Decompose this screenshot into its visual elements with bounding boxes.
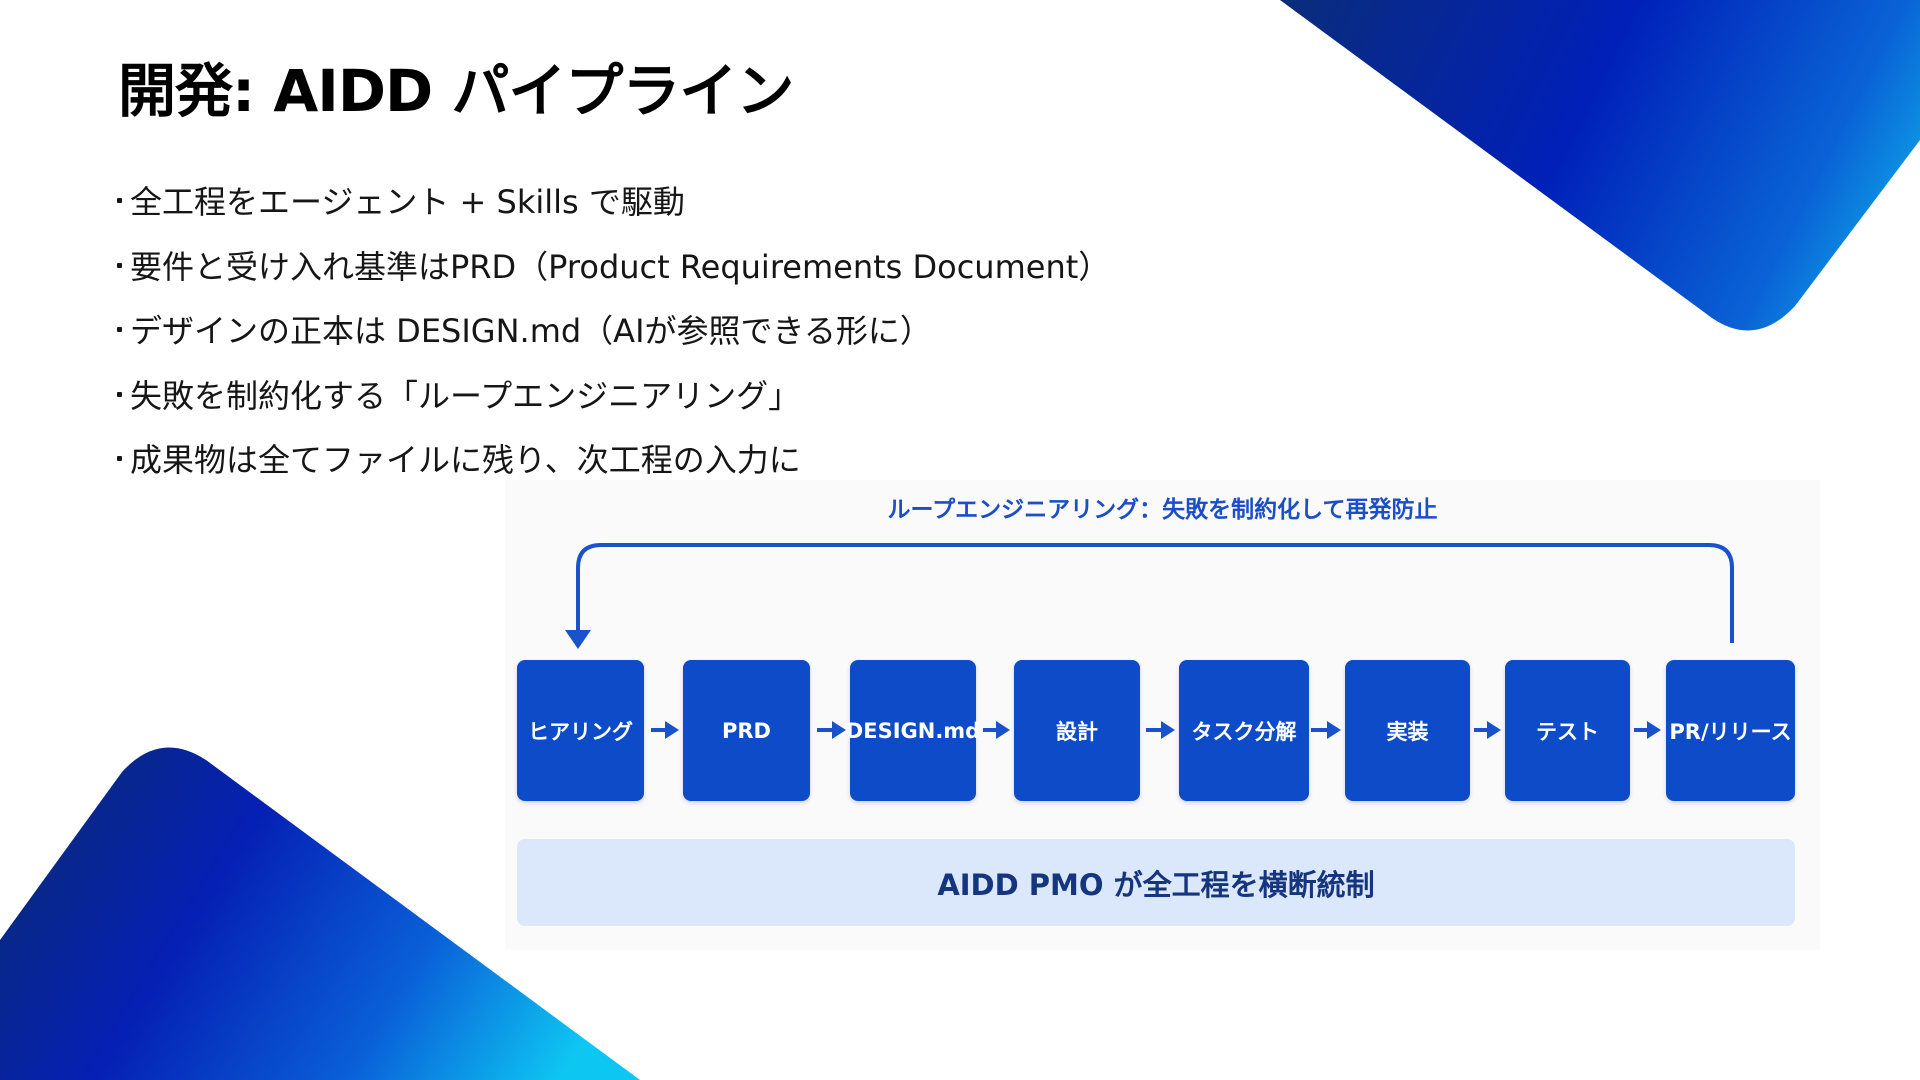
step-arrow: [1146, 721, 1175, 739]
step-testing: テスト: [1505, 660, 1630, 801]
bullet-text: 全工程をエージェント + Skills で駆動: [130, 183, 685, 221]
bullet-text: デザインの正本は DESIGN.md（AIが参照できる形に）: [130, 312, 932, 350]
step-hearing: ヒアリング: [517, 660, 644, 801]
step-task-breakdown: タスク分解: [1179, 660, 1309, 801]
step-arrow: [1474, 721, 1501, 739]
loop-arrowhead: [565, 630, 591, 649]
step-arrow: [983, 721, 1010, 739]
step-implementation: 実装: [1345, 660, 1470, 801]
step-design-md: DESIGN.md: [846, 660, 980, 801]
bullet-item: 成果物は全てファイルに残り、次工程の入力に: [112, 428, 1110, 493]
bullet-text: 成果物は全てファイルに残り、次工程の入力に: [130, 441, 801, 479]
slide-title: 開発: AIDD パイプライン: [118, 57, 794, 125]
bullet-item: 失敗を制約化する「ループエンジニアリング」: [112, 364, 1110, 429]
bullet-list: 全工程をエージェント + Skills で駆動 要件と受け入れ基準はPRD（Pr…: [112, 170, 1110, 493]
pipeline-diagram: ループエンジニアリング：失敗を制約化して再発防止 ヒアリング PRD DESIG…: [505, 480, 1820, 950]
bullet-text: 失敗を制約化する「ループエンジニアリング」: [130, 376, 801, 415]
bullet-text: 要件と受け入れ基準はPRD（Product Requirements Docum…: [130, 247, 1111, 286]
step-architecture: 設計: [1014, 660, 1140, 801]
bottom-left-gradient-shape: [0, 747, 640, 1080]
step-arrow: [1634, 721, 1661, 739]
step-prd: PRD: [683, 660, 810, 801]
loop-arrow-line: [576, 543, 1734, 643]
bullet-item: デザインの正本は DESIGN.md（AIが参照できる形に）: [112, 299, 1110, 364]
step-arrow: [651, 721, 679, 739]
bullet-item: 要件と受け入れ基準はPRD（Product Requirements Docum…: [112, 235, 1110, 300]
step-pr-release: PR/リリース: [1666, 660, 1795, 801]
step-arrow: [1311, 721, 1341, 739]
step-arrow: [817, 721, 846, 739]
pmo-governance-bar: AIDD PMO が全工程を横断統制: [517, 839, 1795, 926]
loop-engineering-label: ループエンジニアリング：失敗を制約化して再発防止: [887, 497, 1438, 523]
diagram-connectors: [565, 543, 1734, 739]
bullet-item: 全工程をエージェント + Skills で駆動: [112, 170, 1110, 235]
top-right-gradient-shape: [1280, 0, 1920, 331]
